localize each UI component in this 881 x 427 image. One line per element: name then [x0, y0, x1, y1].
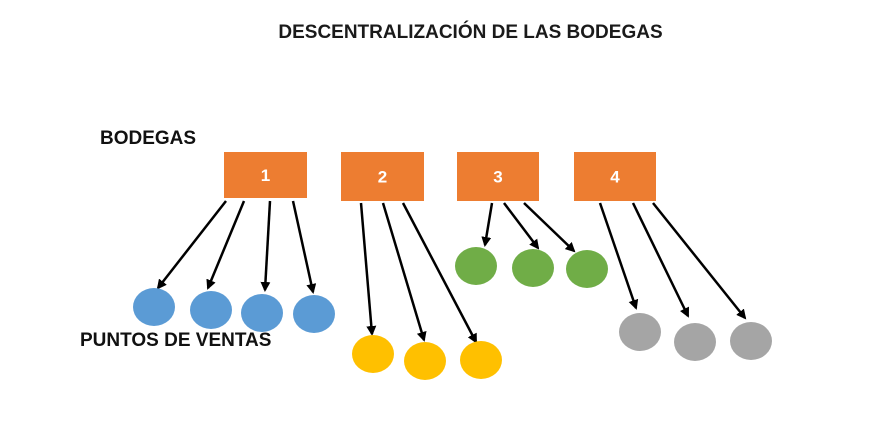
arrow-3-2	[503, 202, 540, 250]
punto-de-venta-1-2	[190, 291, 232, 329]
bodega-label-3: 3	[493, 168, 502, 187]
arrow-1-1	[156, 200, 227, 290]
punto-de-venta-4-3	[730, 322, 772, 360]
punto-de-venta-2-1	[352, 335, 394, 373]
arrow-2-2	[381, 202, 427, 342]
bodega-box-3	[457, 152, 539, 201]
bodega-label-1: 1	[261, 166, 270, 185]
arrow-1-2	[206, 200, 246, 290]
punto-de-venta-4-2	[674, 323, 716, 361]
punto-de-venta-2-3	[460, 341, 502, 379]
bodega-box-4	[574, 152, 656, 201]
punto-de-venta-1-4	[293, 295, 335, 333]
arrow-4-1	[598, 202, 639, 310]
punto-de-venta-3-2	[512, 249, 554, 287]
bodega-box-1	[224, 152, 307, 198]
punto-de-venta-1-1	[133, 288, 175, 326]
bodega-label-4: 4	[610, 168, 620, 187]
punto-de-venta-2-2	[404, 342, 446, 380]
punto-de-venta-3-1	[455, 247, 497, 285]
bodega-box-2	[341, 152, 424, 201]
punto-de-venta-1-3	[241, 294, 283, 332]
arrow-4-3	[652, 202, 747, 320]
puntos-de-ventas-label: PUNTOS DE VENTAS	[80, 330, 272, 351]
bodegas-label: BODEGAS	[100, 128, 197, 149]
arrow-2-1	[359, 202, 377, 336]
bodega-label-2: 2	[378, 168, 387, 187]
punto-de-venta-3-3	[566, 250, 608, 288]
arrow-1-4	[291, 200, 317, 294]
arrow-3-3	[523, 202, 576, 253]
arrow-4-2	[631, 202, 690, 318]
diagram-title: DESCENTRALIZACIÓN DE LAS BODEGAS	[278, 22, 663, 43]
arrow-3-1	[481, 202, 494, 247]
arrow-1-3	[260, 200, 272, 292]
arrow-2-3	[401, 202, 478, 344]
punto-de-venta-4-1	[619, 313, 661, 351]
